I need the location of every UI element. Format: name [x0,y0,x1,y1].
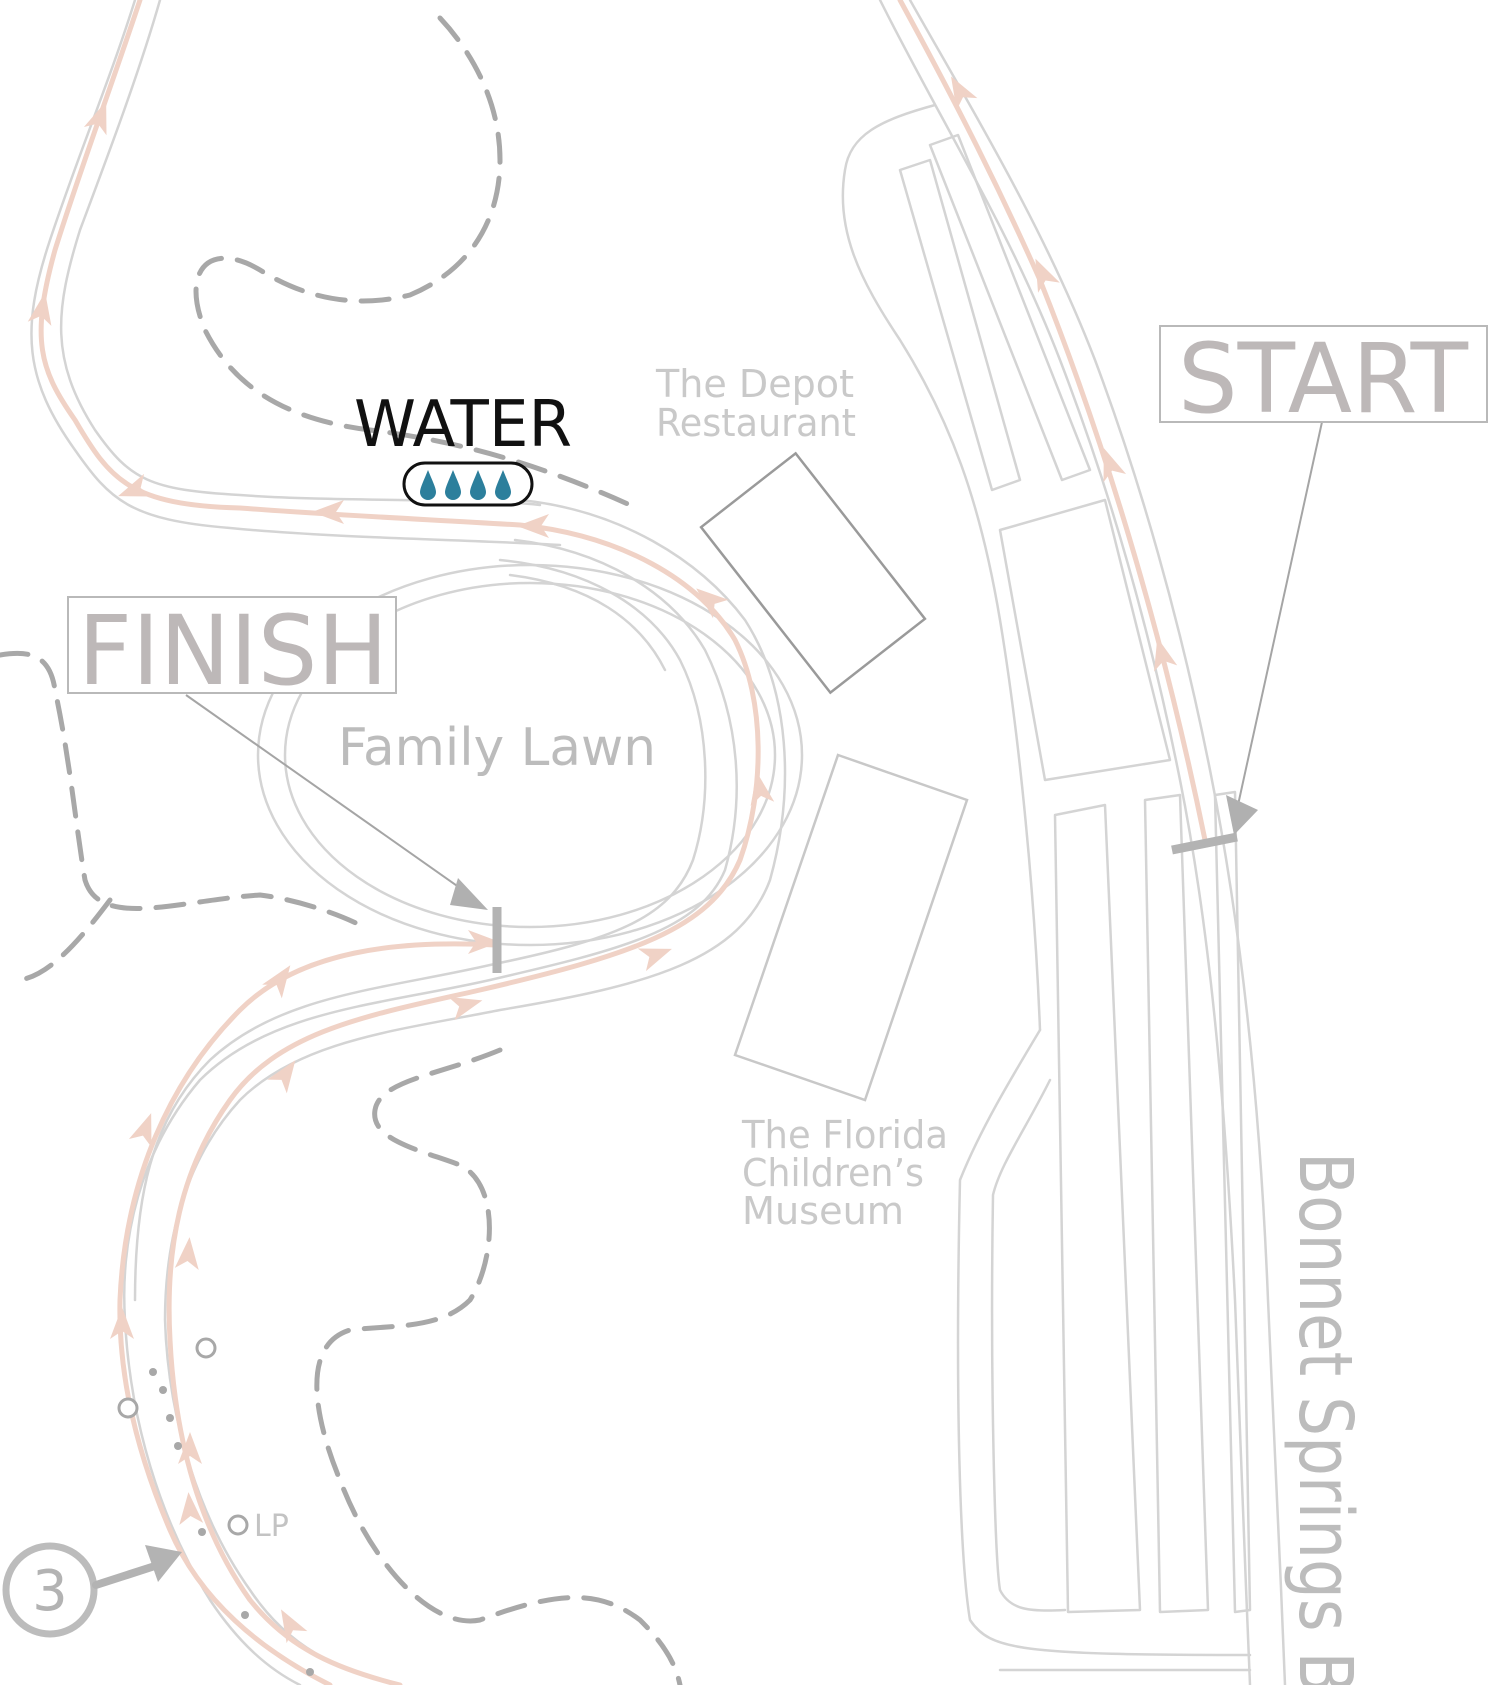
finish-sign-box [67,596,397,694]
route-arrow-icon [83,101,107,136]
route-arrow-icon [312,500,344,524]
route-arrow-icon [27,292,52,326]
mile-marker: 3 [2,1542,182,1638]
start-label: START [1178,323,1468,435]
route-arrow-icon [178,1432,202,1464]
light-post-icon [195,1337,217,1359]
family-lawn-label: Family Lawn [338,718,656,778]
museum-label-line2: Children’s [742,1151,924,1195]
route-line [897,0,1208,843]
route-arrow-icon [750,772,775,806]
water-drop-icon [470,470,486,500]
light-post-icon [227,1514,249,1536]
route-line-finish [117,941,498,1685]
route-arrow-icon [179,1492,204,1525]
route-arrow-icon [517,514,549,538]
depot-label-line1: The Depot [655,362,854,406]
start-line-bar [1171,832,1238,855]
lights [117,1337,314,1676]
trail-north [193,15,633,508]
route-arrow-icon [281,1609,308,1644]
route-arrow-icon [468,930,500,954]
route-arrow-icon [448,997,483,1021]
route-arrow-icon [1035,258,1060,293]
race-route [38,0,1208,1685]
route-arrow-icon [118,473,153,497]
route-arrow-icon [637,948,672,972]
route-arrows [27,76,1178,1644]
lp-label: LP [254,1509,289,1544]
pointer-arrow-icon [1226,795,1258,835]
mile-marker-number: 3 [32,1559,68,1624]
route-arrow-icon [128,1113,152,1148]
light-post-icon [117,1397,139,1419]
route-arrow-icon [174,1237,199,1270]
route-arrow-icon [696,588,729,619]
route-arrow-icon [267,1060,296,1094]
route-arrow-icon [951,76,978,111]
trail-west-2 [17,897,113,983]
water-drop-icon [420,470,436,500]
route-arrow-icon [262,965,291,999]
depot-label-line2: Restaurant [656,401,856,445]
trail-west [0,650,363,928]
buildings [699,451,969,1102]
trail-south [314,1047,683,1685]
route-arrow-icon [1154,637,1178,672]
museum-label-line1: The Florida [741,1113,948,1157]
water-label: WATER [354,388,572,462]
mile-marker-icon [2,1542,98,1638]
route-line-loop [38,0,761,1685]
museum-label-line3: Museum [742,1189,904,1233]
pointers [185,421,1323,910]
water-drop-icon [445,470,461,500]
water-drops [420,470,511,500]
depot-restaurant-building [699,451,927,695]
roads [30,0,1287,1685]
pointer-arrow-icon [145,1545,182,1582]
finish-label: FINISH [78,595,388,707]
route-arrow-icon [110,1307,134,1339]
childrens-museum-building [733,753,969,1102]
street-label: Bonnet Springs Bl [1282,1152,1368,1685]
walking-trails [0,15,683,1685]
water-drop-icon [495,470,511,500]
start-sign-box [1159,325,1488,423]
pointer-arrow-icon [450,878,488,910]
route-arrow-icon [1103,448,1127,483]
